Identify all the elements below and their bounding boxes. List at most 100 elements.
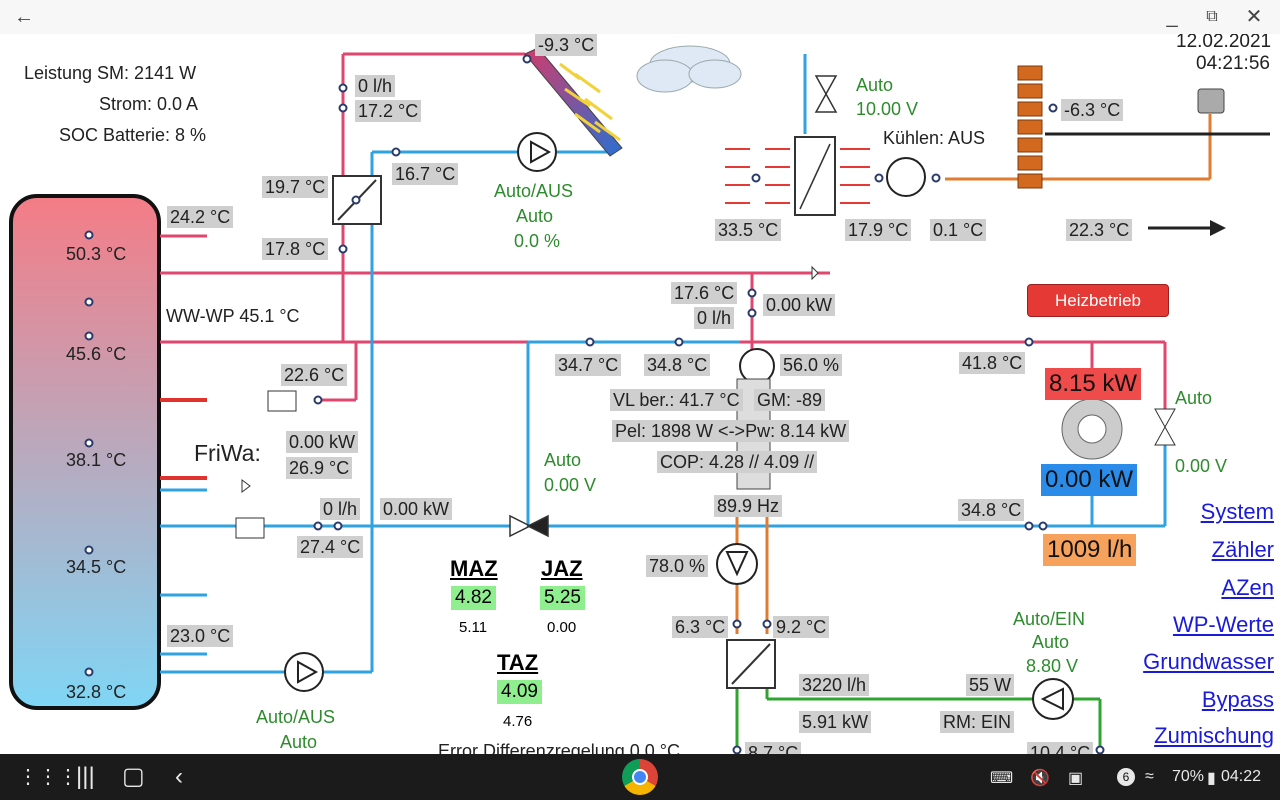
storage-tank	[9, 194, 161, 710]
mixer-temp: 27.4 °C	[297, 536, 364, 558]
hx-out-temp: 17.8 °C	[262, 238, 329, 260]
tank-out-temp: 24.2 °C	[167, 206, 234, 228]
taz-label: TAZ	[497, 650, 539, 675]
keyboard-icon: ⌨	[990, 770, 1014, 787]
friwa-kw: 0.00 kW	[286, 431, 359, 453]
solar-pump-pct: 0.0 %	[514, 231, 561, 251]
outside-temp: -6.3 °C	[1061, 99, 1124, 121]
jaz-label: JAZ	[541, 556, 583, 581]
battery-percent: 70%	[1172, 768, 1205, 785]
recent-apps-icon[interactable]: |||	[76, 763, 95, 790]
cooling-valve-v: 10.00 V	[856, 99, 919, 119]
ground-pump-v: 8.80 V	[1026, 656, 1079, 676]
ground-pump-mode: Auto	[1032, 632, 1070, 652]
apps-grid-icon[interactable]: ⋮⋮⋮	[18, 766, 78, 788]
time-label: 04:21:56	[1196, 53, 1270, 74]
maz-label: MAZ	[450, 556, 498, 581]
battery-icon: ▮	[1207, 770, 1216, 787]
hp-vl-temp-2: 34.8 °C	[644, 354, 711, 376]
hp-vl-temp-1: 34.7 °C	[555, 354, 622, 376]
solar-pump-icon	[517, 132, 557, 172]
mixer-v: 0.00 V	[544, 475, 597, 495]
lower-pump-status: Auto/AUS	[256, 707, 336, 727]
chrome-icon[interactable]	[622, 759, 658, 795]
pel-label: Pel: 1898 W <->Pw: 8.14 kW	[612, 420, 850, 442]
heating-kw-blue: 0.00 kW	[1041, 464, 1138, 496]
mute-icon: 🔇	[1030, 770, 1050, 787]
taz-sub: 4.76	[503, 713, 533, 730]
window-titlebar: ← _ ⧉ ✕	[0, 0, 1280, 34]
source-temp-2: 9.2 °C	[773, 616, 830, 638]
link-azen[interactable]: AZen	[1221, 575, 1274, 600]
link-grundwasser[interactable]: Grundwasser	[1143, 649, 1274, 674]
heating-schematic: 12.02.2021 04:21:56 Leistung SM: 2141 W …	[0, 34, 1280, 754]
tank-temp-4: 34.5 °C	[66, 557, 127, 577]
source-temp-1: 6.3 °C	[672, 616, 729, 638]
solar-flow: 0 l/h	[355, 75, 396, 97]
ground-pump-rm: RM: EIN	[940, 711, 1015, 733]
maz-value: 4.82	[451, 586, 496, 610]
tank-temp-3: 38.1 °C	[66, 450, 127, 470]
jaz-sub: 0.00	[547, 619, 577, 636]
heizbetrieb-button[interactable]: Heizbetrieb	[1027, 284, 1169, 317]
cooling-right-temp: 17.9 °C	[845, 219, 912, 241]
soc-label: SOC Batterie: 8 %	[59, 125, 207, 145]
jaz-value: 5.25	[540, 586, 585, 610]
source-pump-pct: 78.0 %	[646, 555, 709, 577]
heatpump-pump-icon	[739, 348, 775, 384]
date-label: 12.02.2021	[1176, 34, 1272, 52]
link-zaehler[interactable]: Zähler	[1211, 537, 1274, 562]
strom-label: Strom: 0.0 A	[99, 94, 199, 114]
mixer-flow: 0 l/h	[320, 498, 361, 520]
system-navbar: ⋮⋮⋮ ||| ▢ ‹ ⌨ 🔇 ▣ 6 ≈ 70% ▮ 04:22	[0, 754, 1280, 800]
close-icon[interactable]: ✕	[1245, 6, 1263, 28]
minimize-icon[interactable]: _	[1166, 6, 1178, 28]
vl-ber-label: VL ber.: 41.7 °C	[610, 389, 743, 411]
cloud-icon	[636, 45, 742, 93]
ground-flow: 3220 l/h	[799, 674, 870, 696]
link-wp-werte[interactable]: WP-Werte	[1172, 612, 1274, 637]
heating-vl-temp: 41.8 °C	[959, 352, 1026, 374]
clock: 04:22	[1221, 768, 1262, 785]
friwa-label: FriWa:	[194, 440, 261, 466]
heating-rl-temp: 34.8 °C	[958, 499, 1025, 521]
solar-supply-temp: 17.2 °C	[355, 100, 422, 122]
link-zumischung[interactable]: Zumischung	[1154, 723, 1274, 748]
compressor-hz: 89.9 Hz	[714, 495, 783, 517]
link-bypass[interactable]: Bypass	[1201, 687, 1274, 712]
inlet-temp: 22.6 °C	[281, 364, 348, 386]
cooling-left-temp: 33.5 °C	[715, 219, 782, 241]
restore-icon[interactable]: ⧉	[1206, 8, 1218, 25]
maz-sub: 5.11	[459, 619, 488, 636]
solar-pump-status: Auto/AUS	[494, 181, 574, 201]
link-system[interactable]: System	[1200, 499, 1274, 524]
collector-temp: -9.3 °C	[535, 34, 598, 56]
back-icon[interactable]: ‹	[175, 763, 183, 790]
hp-top-kw: 0.00 kW	[763, 294, 836, 316]
heating-valve-v: 0.00 V	[1175, 456, 1228, 476]
gm-label: GM: -89	[754, 389, 826, 411]
back-arrow-icon[interactable]: ←	[14, 6, 34, 28]
leistung-label: Leistung SM: 2141 W	[24, 63, 197, 83]
lower-pump-mode: Auto	[280, 732, 318, 752]
ww-wp-label: WW-WP 45.1 °C	[166, 306, 300, 326]
ground-kw: 5.91 kW	[799, 711, 872, 733]
lower-pump-icon	[284, 652, 324, 692]
tank-in-low: 23.0 °C	[167, 625, 234, 647]
cooling-fan-icon	[886, 157, 926, 197]
hx-in-temp: 19.7 °C	[262, 176, 329, 198]
screenshot-icon: ▣	[1068, 770, 1084, 787]
heating-kw-red: 8.15 kW	[1045, 368, 1142, 400]
mixer-kw: 0.00 kW	[380, 498, 453, 520]
ground-pump-temp: 10.4 °C	[1027, 742, 1094, 754]
wifi-icon: ≈	[1145, 768, 1154, 785]
heating-flow: 1009 l/h	[1043, 534, 1137, 566]
tank-temp-1: 50.3 °C	[66, 244, 127, 264]
ground-pump-w: 55 W	[966, 674, 1015, 696]
tank-temp-2: 45.6 °C	[66, 344, 127, 364]
sensor-box-icon	[1197, 88, 1225, 114]
hp-pump-pct: 56.0 %	[780, 354, 843, 376]
cooling-valve-mode: Auto	[856, 75, 894, 95]
home-icon[interactable]: ▢	[122, 763, 145, 790]
tank-temp-5: 32.8 °C	[66, 682, 127, 702]
